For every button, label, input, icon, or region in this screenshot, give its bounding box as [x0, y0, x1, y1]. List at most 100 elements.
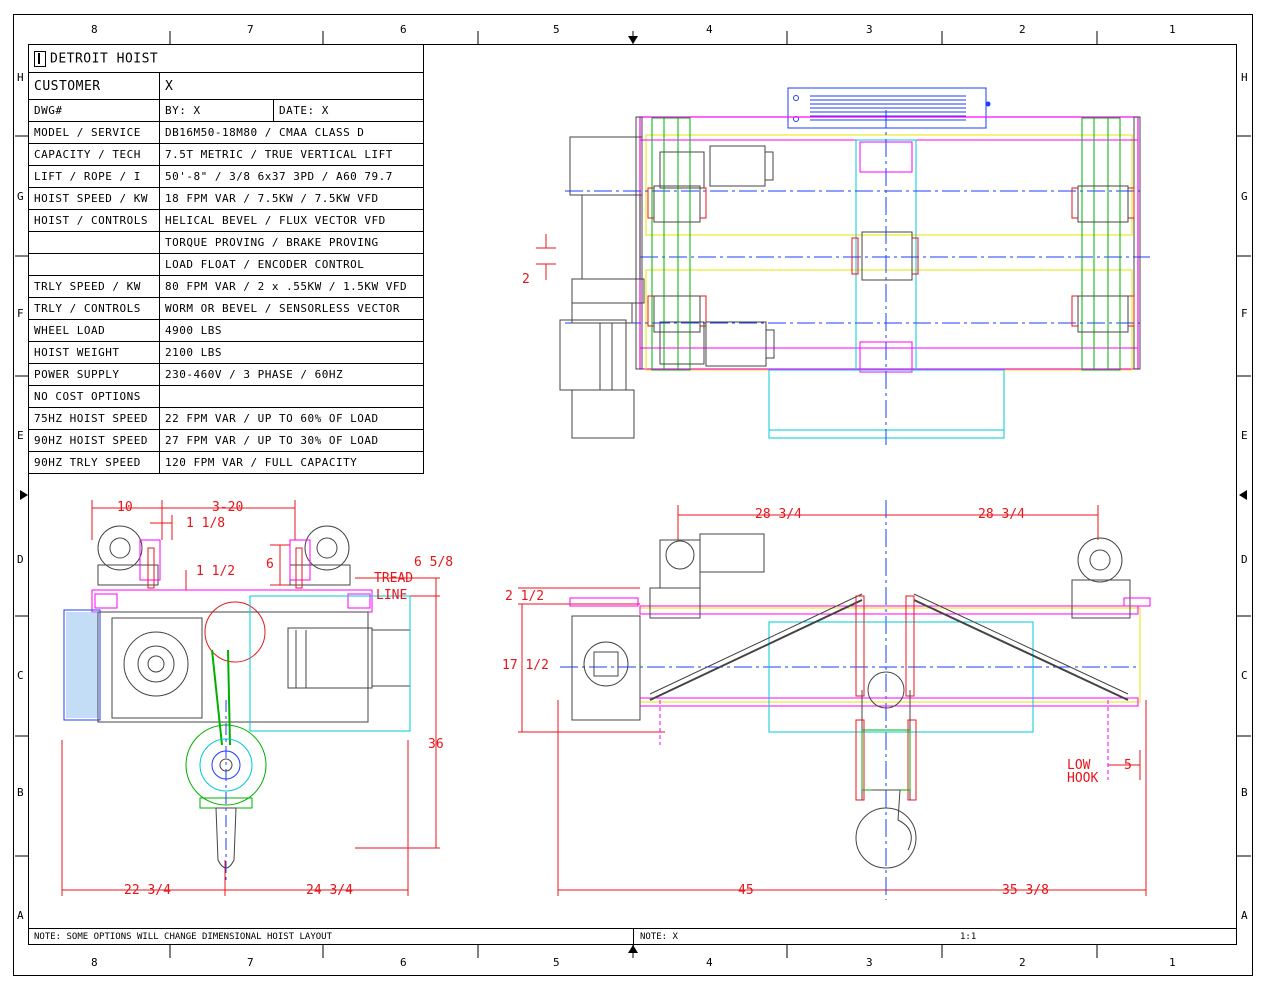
dim-28-3-4-left-label: 28 3/4 — [755, 507, 802, 522]
dim-1-1-8-label: 1 1/8 — [186, 516, 225, 531]
dim-24-3-4-label: 24 3/4 — [306, 883, 353, 898]
dim-28-3-4-right-label: 28 3/4 — [978, 507, 1025, 522]
zone-row-g-right: G — [1241, 190, 1248, 203]
dim-2-top — [536, 234, 556, 280]
spec-table: DETROIT HOIST CUSTOMER X DWG# BY: X DATE… — [28, 44, 424, 474]
side-view — [518, 500, 1151, 900]
dim-45-label: 45 — [738, 883, 754, 898]
dwg-label: DWG# — [28, 99, 160, 122]
note-right: NOTE: X — [640, 932, 678, 942]
spec-key: HOIST WEIGHT — [28, 341, 160, 364]
zone-row-g-left: G — [17, 190, 24, 203]
spec-key: 75HZ HOIST SPEED — [28, 407, 160, 430]
zone-col-5-bottom: 5 — [553, 956, 560, 969]
spec-value: 18 FPM VAR / 7.5KW / 7.5KW VFD — [159, 187, 424, 210]
spec-value: 27 FPM VAR / UP TO 30% OF LOAD — [159, 429, 424, 452]
zone-col-5-top: 5 — [553, 23, 560, 36]
spec-key: NO COST OPTIONS — [28, 385, 160, 408]
control-panel-vents — [810, 95, 966, 121]
hook-label: HOOK — [1067, 771, 1098, 786]
dim-35-3-8-label: 35 3/8 — [1002, 883, 1049, 898]
detroit-hoist-logo-icon — [34, 50, 46, 67]
spec-value: TORQUE PROVING / BRAKE PROVING — [159, 231, 424, 254]
inner-frame — [28, 44, 1237, 945]
zone-row-f-right: F — [1241, 307, 1248, 320]
zone-row-d-left: D — [17, 553, 24, 566]
zone-col-3-top: 3 — [866, 23, 873, 36]
spec-value: 2100 LBS — [159, 341, 424, 364]
zone-col-7-bottom: 7 — [247, 956, 254, 969]
dim-22-3-4-label: 22 3/4 — [124, 883, 171, 898]
zone-row-e-right: E — [1241, 429, 1248, 442]
customer-value: X — [159, 72, 424, 100]
trolley-motors — [659, 145, 775, 367]
zone-row-a-left: A — [17, 909, 24, 922]
zone-row-a-right: A — [1241, 909, 1248, 922]
zone-col-8-top: 8 — [91, 23, 98, 36]
zone-col-1-top: 1 — [1169, 23, 1176, 36]
title-cell: DETROIT HOIST — [28, 44, 424, 73]
zone-row-e-left: E — [17, 429, 24, 442]
line-label: LINE — [376, 588, 407, 603]
zone-row-h-right: H — [1241, 71, 1248, 84]
zone-col-6-bottom: 6 — [400, 956, 407, 969]
scale-label: 1:1 — [960, 932, 977, 942]
spec-key: MODEL / SERVICE — [28, 121, 160, 144]
spec-value: 50'-8" / 3/8 6x37 3PD / A60 79.7 — [159, 165, 424, 188]
customer-label: CUSTOMER — [28, 72, 160, 100]
dim-2-1-2-label: 2 1/2 — [505, 589, 544, 604]
zone-col-6-top: 6 — [400, 23, 407, 36]
spec-value: DB16M50-18M80 / CMAA CLASS D — [159, 121, 424, 144]
by-field: BY: X — [159, 99, 274, 122]
zone-row-c-right: C — [1241, 669, 1248, 682]
zone-col-4-bottom: 4 — [706, 956, 713, 969]
zone-col-7-top: 7 — [247, 23, 254, 36]
trolley-frame — [639, 116, 1139, 370]
note-left: NOTE: SOME OPTIONS WILL CHANGE DIMENSION… — [34, 932, 333, 942]
top-view — [536, 87, 1150, 445]
zone-row-c-left: C — [17, 669, 24, 682]
zone-col-4-top: 4 — [706, 23, 713, 36]
low-label: LOW — [1067, 758, 1091, 773]
spec-key: HOIST / CONTROLS — [28, 209, 160, 232]
zone-row-d-right: D — [1241, 553, 1248, 566]
dim-6-5-8-label: 6 5/8 — [414, 555, 453, 570]
zone-row-h-left: H — [17, 71, 24, 84]
zone-col-3-bottom: 3 — [866, 956, 873, 969]
spec-key: WHEEL LOAD — [28, 319, 160, 342]
zone-col-2-bottom: 2 — [1019, 956, 1026, 969]
zone-row-b-left: B — [17, 786, 24, 799]
hoist-gearbox-top — [559, 136, 645, 439]
note-bar: NOTE: SOME OPTIONS WILL CHANGE DIMENSION… — [28, 928, 1237, 946]
dim-36-label: 36 — [428, 737, 444, 752]
spec-value: 120 FPM VAR / FULL CAPACITY — [159, 451, 424, 474]
zone-col-1-bottom: 1 — [1169, 956, 1176, 969]
dim-10-label: 10 — [117, 500, 133, 515]
dim-5-label: 5 — [1124, 758, 1132, 773]
end-view — [61, 500, 440, 896]
outer-frame — [13, 14, 1253, 976]
dim-17-1-2-label: 17 1/2 — [502, 658, 549, 673]
zone-row-f-left: F — [17, 307, 24, 320]
dim-2-label: 2 — [522, 272, 530, 287]
dim-6-label: 6 — [266, 557, 274, 572]
zone-col-8-bottom: 8 — [91, 956, 98, 969]
control-panel — [787, 87, 987, 129]
dim-3-20-label: 3-20 — [212, 500, 243, 515]
company-name: DETROIT HOIST — [50, 51, 159, 66]
dim-1-1-2-label: 1 1/2 — [196, 564, 235, 579]
tread-label: TREAD — [374, 571, 413, 586]
